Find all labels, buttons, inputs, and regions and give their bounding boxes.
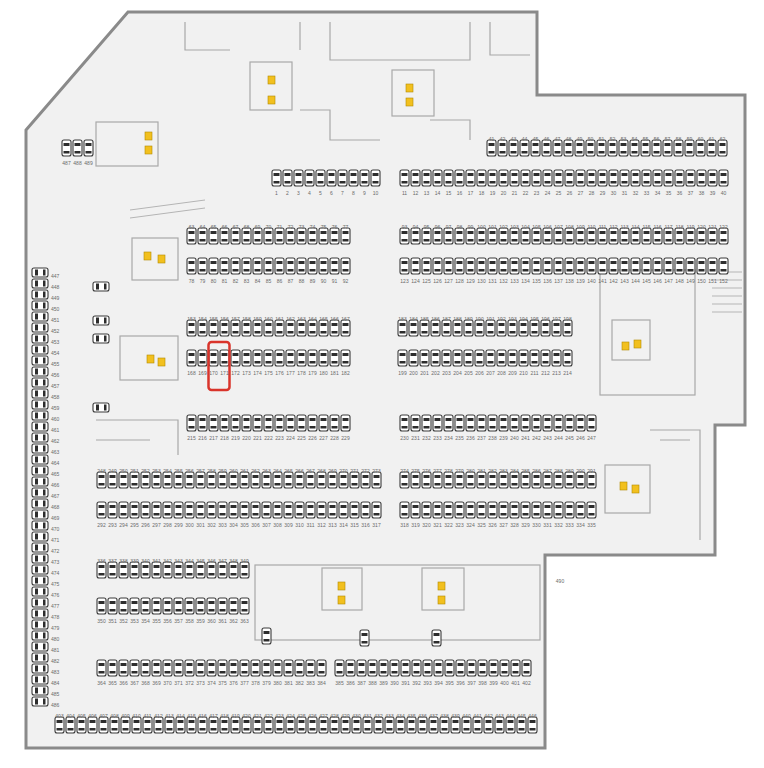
- plan-stage: 1234567891011121314151617181920212223242…: [0, 0, 764, 768]
